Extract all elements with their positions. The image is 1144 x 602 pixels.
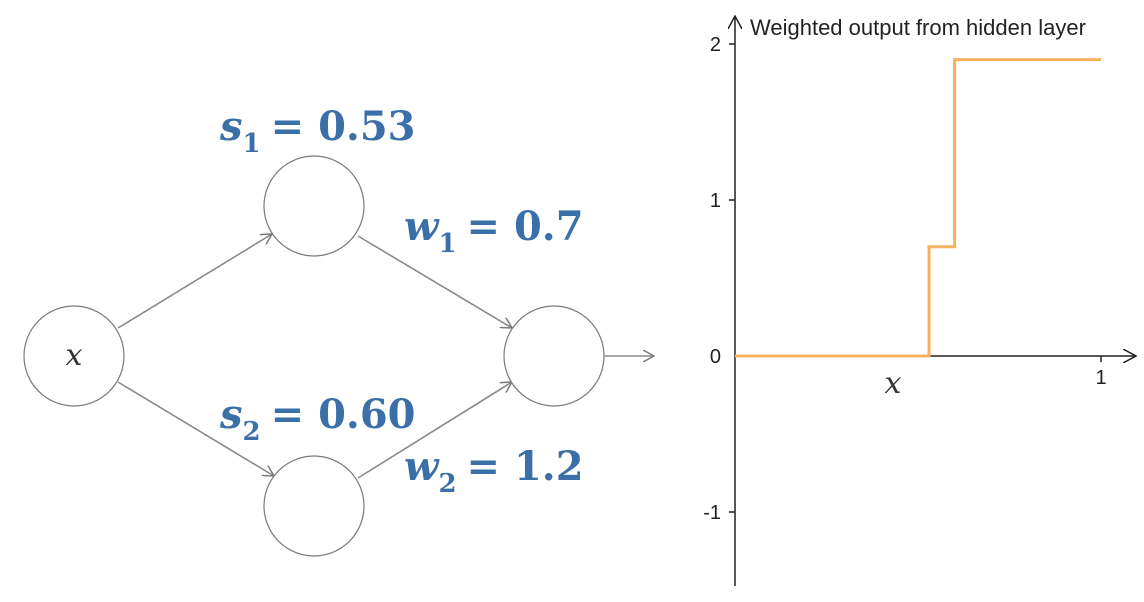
edge-input-hidden1 [117, 234, 272, 329]
input-label: x [66, 338, 83, 373]
input-node [23, 305, 125, 407]
y-tick-label: 1 [710, 190, 721, 212]
plot-title: Weighted output from hidden layer [750, 15, 1086, 40]
x-tick-group: 1 [1095, 356, 1107, 389]
s1-label: s1= 0.53 [219, 103, 416, 159]
edge-hidden1-output [357, 235, 512, 328]
edge-hidden2-output [357, 382, 512, 479]
weighted-output-line [735, 58, 1101, 358]
y-tick-label: 2 [710, 34, 721, 56]
output-node [503, 305, 605, 407]
y-tick-group: 2 1 0 -1 [703, 34, 735, 524]
s2-label: s2= 0.60 [219, 391, 416, 447]
y-tick-label: -1 [703, 502, 721, 524]
network-diagram: x s1= 0.53 w1= 0.7 s2= 0.60 w2= 1.2 [23, 103, 654, 557]
y-tick-label: 0 [710, 346, 721, 368]
hidden-node-2 [263, 455, 365, 557]
edge-input-hidden2 [117, 381, 274, 476]
output-plot: Weighted output from hidden layer x 2 1 0 -… [703, 15, 1136, 586]
x-axis-label: x [885, 366, 902, 401]
x-tick-label: 1 [1095, 367, 1106, 389]
w2-label: w2= 1.2 [404, 443, 584, 499]
w1-label: w1= 0.7 [404, 203, 584, 259]
hidden-node-1 [263, 155, 365, 257]
